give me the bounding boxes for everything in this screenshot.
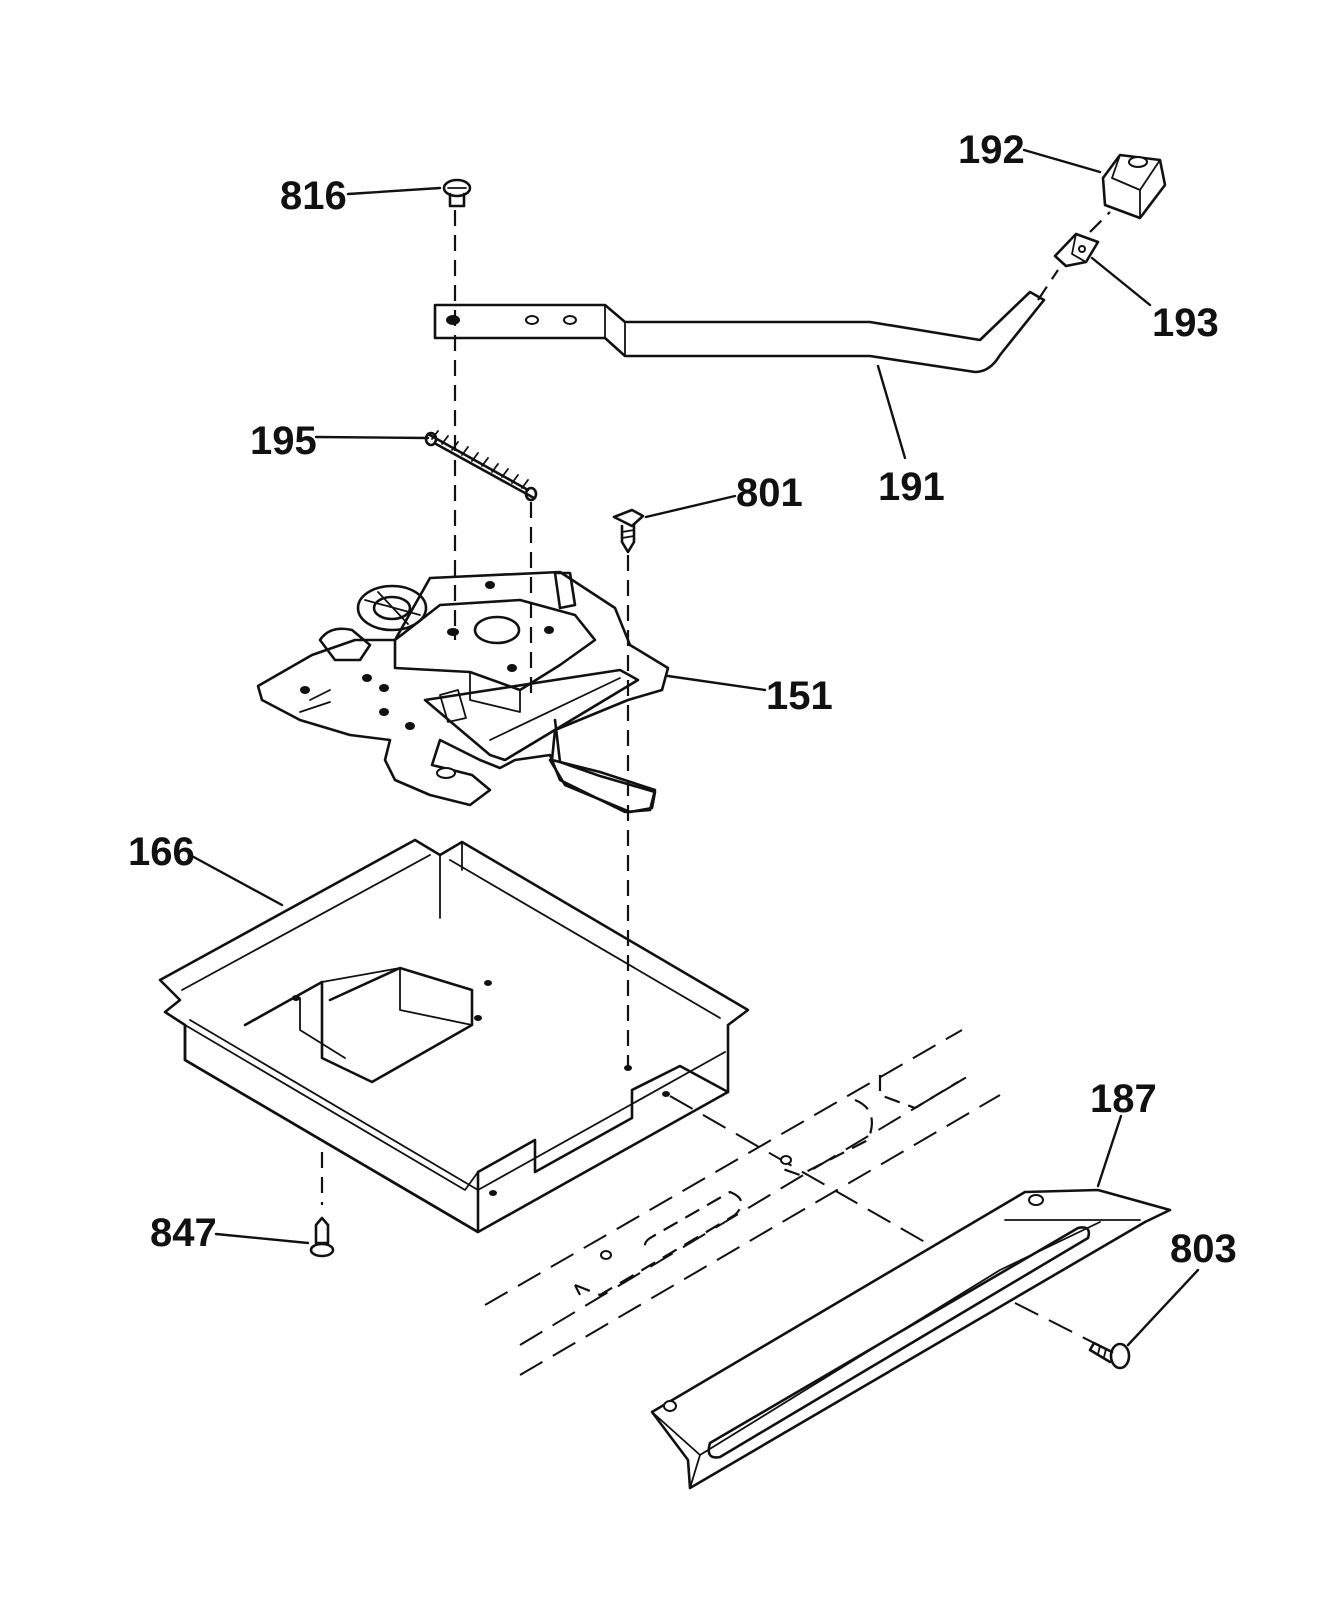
part-193-clip[interactable] (1053, 232, 1100, 268)
part-195-spring[interactable] (424, 430, 538, 502)
callout-192: 192 (958, 128, 1025, 172)
callout-151: 151 (766, 674, 833, 718)
part-801-screw[interactable] (612, 508, 645, 554)
leader-lines (188, 148, 1200, 1347)
callout-187: 187 (1090, 1077, 1157, 1121)
part-192-knob[interactable] (1101, 153, 1167, 220)
callout-801: 801 (736, 471, 803, 515)
part-187-bracket[interactable] (650, 1188, 1172, 1490)
assembly-line-191-193 (1037, 269, 1059, 301)
part-151-latch-assembly[interactable] (256, 570, 670, 814)
callout-191: 191 (878, 465, 945, 509)
part-191-latch-handle[interactable] (433, 290, 1046, 374)
callout-816: 816 (280, 174, 347, 218)
part-803-screw[interactable] (1088, 1341, 1131, 1370)
callout-195: 195 (250, 419, 317, 463)
callout-193: 193 (1152, 301, 1219, 345)
assembly-line-803 (1014, 1302, 1099, 1346)
callout-166: 166 (128, 830, 195, 874)
part-847-screw[interactable] (309, 1216, 335, 1258)
assembly-line-166-187 (669, 1095, 931, 1246)
part-816-screw[interactable] (442, 178, 472, 208)
part-166-housing[interactable] (158, 838, 750, 1234)
phantom-mounting-rail (484, 1029, 1001, 1376)
callout-803: 803 (1170, 1227, 1237, 1271)
callout-847: 847 (150, 1211, 217, 1255)
assembly-line-193-192 (1089, 211, 1111, 233)
